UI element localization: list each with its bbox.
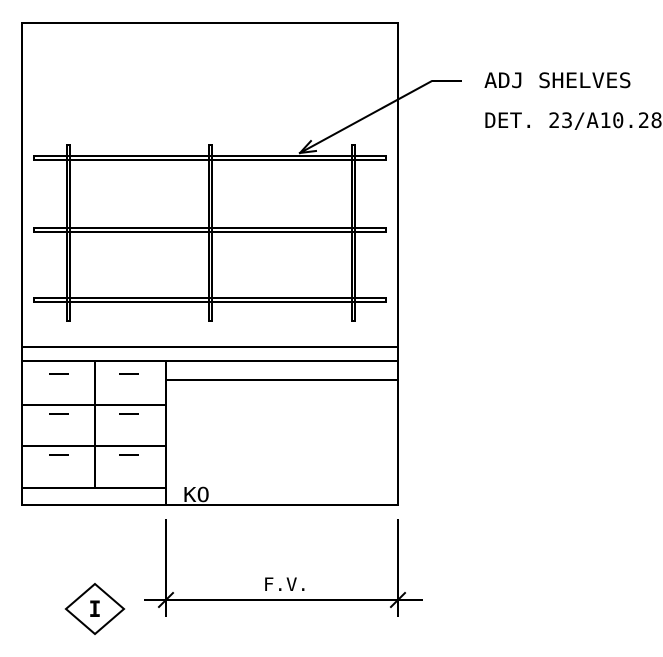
callout-leader xyxy=(298,80,462,155)
callout-line-1: ADJ SHELVES xyxy=(484,69,632,93)
dimension-fv xyxy=(144,519,423,617)
cabinet-label: KO xyxy=(183,483,210,507)
drawer-bank xyxy=(21,362,167,506)
dimension-tick-right xyxy=(389,591,407,609)
dimension-tick-left xyxy=(157,591,175,609)
elevation-marker-label: I xyxy=(88,598,101,623)
adjustable-shelves xyxy=(33,144,387,322)
cabinet-outline xyxy=(21,22,399,506)
dimension-label: F.V. xyxy=(263,574,309,596)
callout-line-2: DET. 23/A10.28 xyxy=(484,109,663,133)
elevation-marker-icon xyxy=(64,582,126,636)
